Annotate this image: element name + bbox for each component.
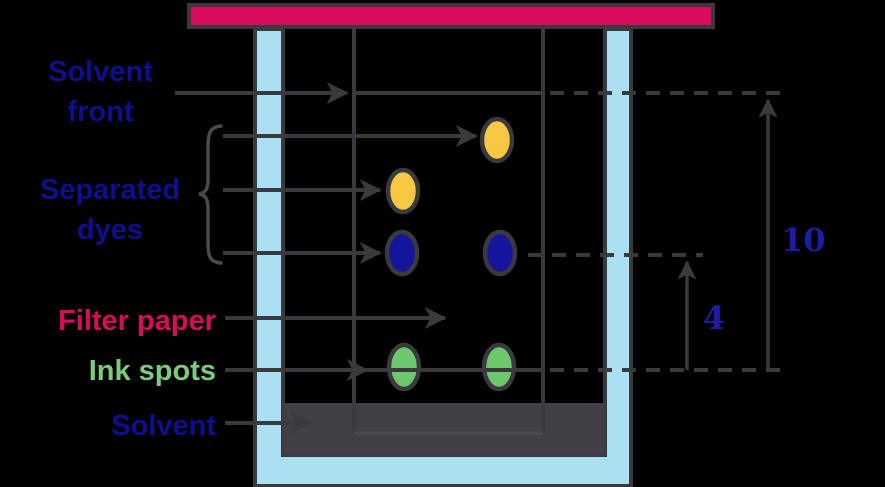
- separated-dyes-label: Separated dyes: [39, 174, 181, 246]
- separated-dye-blue-spot-left: [384, 229, 420, 277]
- separated-dyes-brace: [198, 124, 223, 265]
- solvent-label: Solvent: [111, 410, 216, 442]
- ink-spot-left: [386, 342, 422, 392]
- separated-dye-blue-spot-right: [482, 229, 518, 277]
- solvent-front-label: Solvent front: [48, 56, 153, 128]
- filter-paper-label: Filter paper: [58, 305, 216, 337]
- separated-dye-yellow-spot-lower: [385, 167, 421, 215]
- solvent-front-distance-value: 10: [781, 221, 826, 259]
- dye-spot-distance-value: 4: [702, 299, 726, 337]
- support-bar: [187, 3, 715, 29]
- solvent-pool: [283, 403, 605, 455]
- ink-spot-right: [481, 342, 517, 392]
- separated-dye-yellow-spot-upper: [479, 116, 515, 164]
- ink-spots-label: Ink spots: [88, 355, 216, 387]
